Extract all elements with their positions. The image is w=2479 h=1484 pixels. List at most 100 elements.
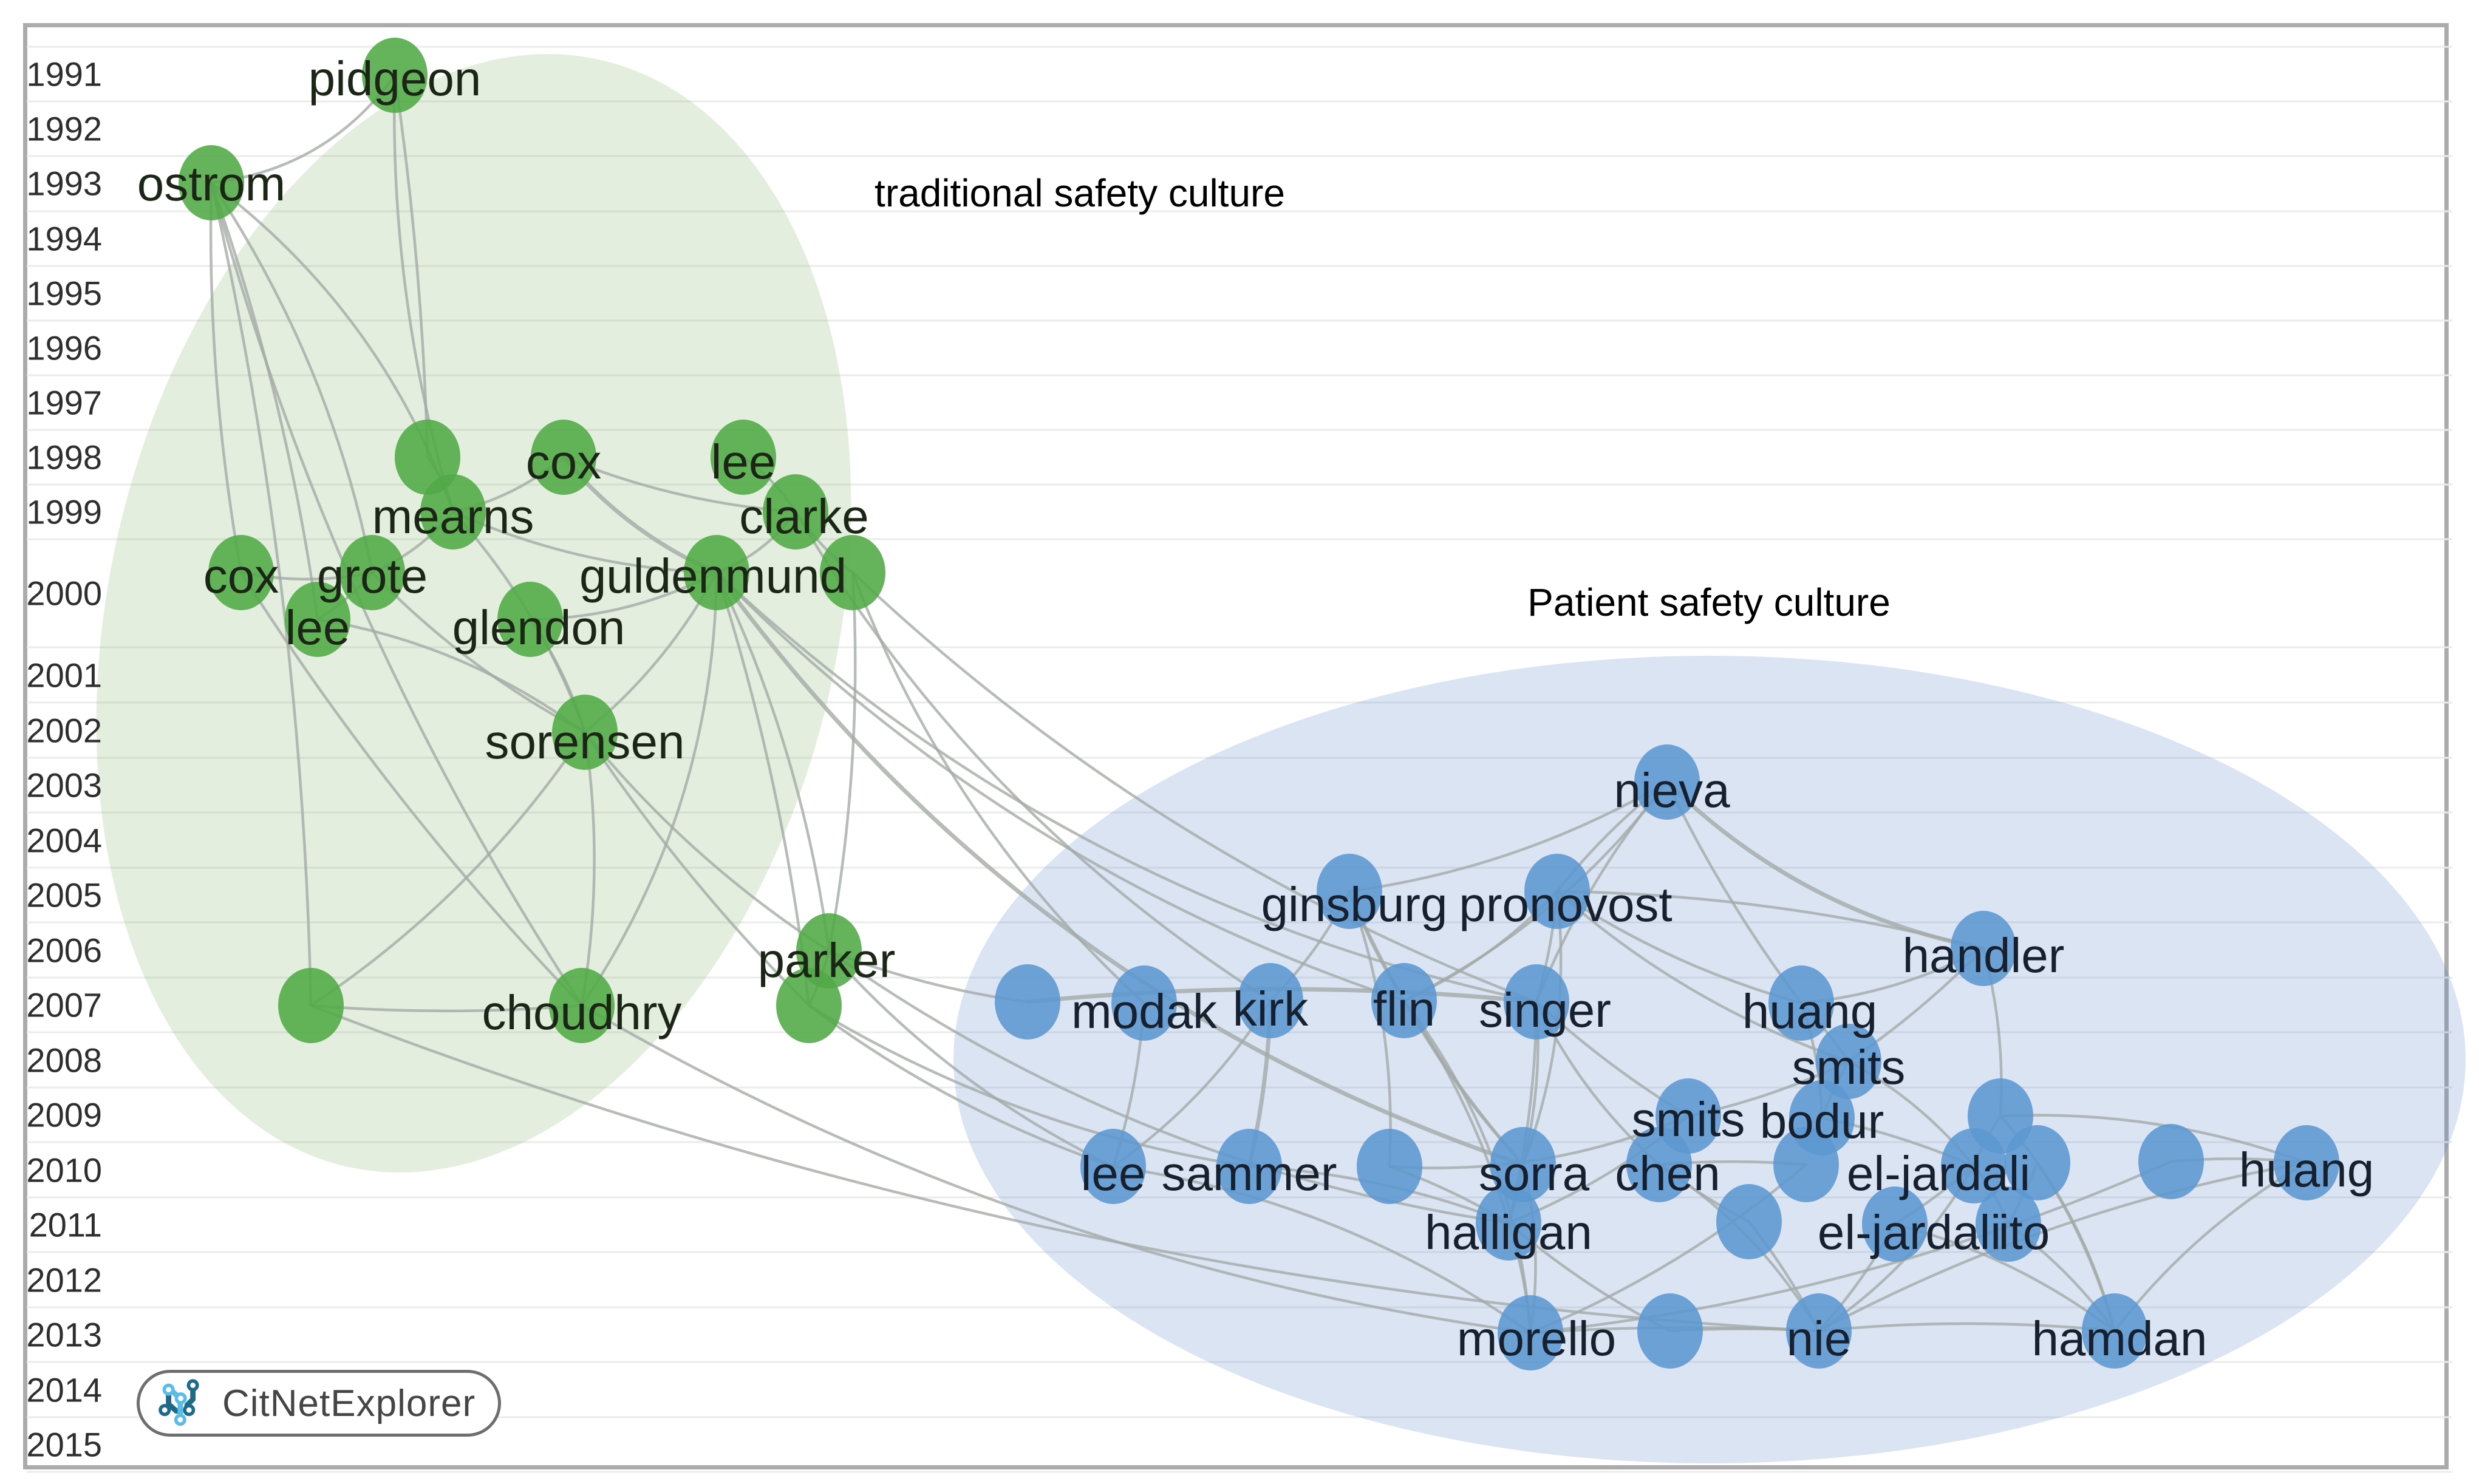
citation-edge xyxy=(1529,1163,1808,1335)
citation-edge xyxy=(851,571,1146,1005)
publication-node-ginsburg[interactable] xyxy=(1317,854,1382,929)
node-label-singer: singer xyxy=(1479,983,1611,1037)
citation-edge xyxy=(583,730,811,1007)
node-label-smits09: smits xyxy=(1632,1092,1745,1146)
publication-node-halligan[interactable] xyxy=(1476,1185,1541,1261)
year-label-1992: 1992 xyxy=(26,110,102,148)
publication-node-ito[interactable] xyxy=(1976,1186,2041,1262)
node-label-cox98: cox xyxy=(526,435,602,489)
publication-node-modak[interactable] xyxy=(1111,965,1177,1041)
node-label-guldenmund: guldenmund xyxy=(579,549,847,603)
node-label-sammer: sammer xyxy=(1162,1146,1337,1200)
publication-node-ostrom[interactable] xyxy=(179,145,244,220)
node-label-mearns: mearns xyxy=(372,489,534,543)
citation-edge xyxy=(309,1004,1821,1333)
publication-node-chen[interactable] xyxy=(1626,1127,1692,1202)
citation-edge xyxy=(393,73,429,459)
node-label-pidgeon: pidgeon xyxy=(309,52,482,106)
publication-node-b5[interactable] xyxy=(995,964,1060,1040)
publication-node-sorensen[interactable] xyxy=(552,695,618,770)
citation-edge xyxy=(580,730,596,1007)
publication-node-kirk[interactable] xyxy=(1238,963,1303,1038)
publication-node-flin[interactable] xyxy=(1371,963,1437,1038)
node-label-huang07: huang xyxy=(1742,984,1877,1038)
year-label-2001: 2001 xyxy=(26,656,102,695)
publication-node-nieva[interactable] xyxy=(1634,744,1700,820)
publication-node-pidgeon[interactable] xyxy=(362,38,428,113)
citation-edge xyxy=(309,730,587,1007)
publication-node-clarke[interactable] xyxy=(763,474,828,550)
node-label-glendon: glendon xyxy=(452,601,626,655)
publication-node-sammer[interactable] xyxy=(1216,1129,1282,1204)
citation-edge xyxy=(827,949,1510,1225)
publication-node-b23[interactable] xyxy=(1716,1184,1782,1259)
publication-node-handler[interactable] xyxy=(1951,911,2016,986)
publication-node-cox00[interactable] xyxy=(208,535,274,610)
citation-edge xyxy=(210,181,584,1007)
citation-edge xyxy=(370,571,587,734)
publication-node-singer[interactable] xyxy=(1504,964,1569,1040)
citnetexplorer-watermark: CitNetExplorer xyxy=(137,1370,501,1437)
cluster-title-patient-safety-culture: Patient safety culture xyxy=(1527,580,1891,624)
publication-node-g13[interactable] xyxy=(820,535,885,610)
publication-node-huang10[interactable] xyxy=(2274,1125,2339,1200)
publication-node-cox98[interactable] xyxy=(531,420,596,495)
citation-edge xyxy=(851,571,1538,1004)
publication-node-hamdan[interactable] xyxy=(2082,1293,2147,1369)
citation-edge xyxy=(239,571,584,1007)
publication-node-pronovost[interactable] xyxy=(1524,854,1590,929)
year-label-2003: 2003 xyxy=(26,766,102,805)
citation-edge xyxy=(1817,1322,2116,1333)
publication-node-choudhry[interactable] xyxy=(549,968,615,1043)
publication-node-nie[interactable] xyxy=(1786,1293,1852,1369)
publication-node-eljardali11[interactable] xyxy=(1862,1186,1928,1262)
year-label-2013: 2013 xyxy=(26,1316,102,1354)
publication-node-b20[interactable] xyxy=(1773,1127,1839,1202)
publication-node-b21[interactable] xyxy=(2005,1125,2070,1200)
citnetexplorer-icon xyxy=(159,1379,199,1426)
publication-node-glendon[interactable] xyxy=(497,582,563,657)
publication-node-guldenmund[interactable] xyxy=(684,535,749,610)
year-label-2007: 2007 xyxy=(26,986,102,1024)
publication-node-sorra[interactable] xyxy=(1490,1127,1556,1202)
citation-edge xyxy=(316,618,587,734)
node-label-smits08: smits xyxy=(1792,1040,1906,1094)
node-label-pronovost: pronovost xyxy=(1459,877,1672,931)
publication-node-lee00[interactable] xyxy=(285,582,350,657)
node-label-modak: modak xyxy=(1071,984,1218,1038)
citation-edge xyxy=(715,571,1406,1002)
publication-node-b24[interactable] xyxy=(1637,1293,1703,1369)
publication-node-g18[interactable] xyxy=(776,968,842,1043)
publication-node-morello[interactable] xyxy=(1498,1295,1563,1370)
node-label-hamdan: hamdan xyxy=(2031,1312,2207,1366)
publication-node-g16[interactable] xyxy=(278,968,344,1043)
year-label-2011: 2011 xyxy=(29,1206,102,1244)
citation-edge xyxy=(210,181,313,1007)
year-label-2014: 2014 xyxy=(26,1371,102,1409)
publication-node-grote[interactable] xyxy=(339,535,405,610)
node-label-choudhry: choudhry xyxy=(482,985,681,1040)
node-label-nieva: nieva xyxy=(1614,763,1730,817)
publication-node-huang07[interactable] xyxy=(1768,965,1834,1041)
node-label-lee00: lee xyxy=(285,601,350,655)
node-label-lee98: lee xyxy=(711,435,776,489)
citnetexplorer-logo-text: CitNetExplorer xyxy=(222,1382,476,1424)
citation-edge xyxy=(1111,1165,1532,1335)
year-label-1997: 1997 xyxy=(26,384,102,422)
publication-node-mearns[interactable] xyxy=(420,474,486,550)
citation-edge xyxy=(827,571,857,953)
publication-node-eljardali10[interactable] xyxy=(1941,1128,2007,1203)
node-label-kirk: kirk xyxy=(1233,982,1309,1036)
publication-node-lee10[interactable] xyxy=(1080,1129,1146,1204)
citation-edge xyxy=(807,1004,1115,1168)
publication-node-b17[interactable] xyxy=(1357,1129,1422,1204)
citation-edge xyxy=(807,1004,1251,1168)
chart-frame xyxy=(23,23,2449,1469)
publication-node-b22[interactable] xyxy=(2138,1124,2204,1199)
citation-edge xyxy=(1555,890,1803,1005)
publication-node-lee98[interactable] xyxy=(711,420,776,495)
publication-node-smits08[interactable] xyxy=(1816,1024,1881,1099)
node-label-handler: handler xyxy=(1903,928,2065,982)
